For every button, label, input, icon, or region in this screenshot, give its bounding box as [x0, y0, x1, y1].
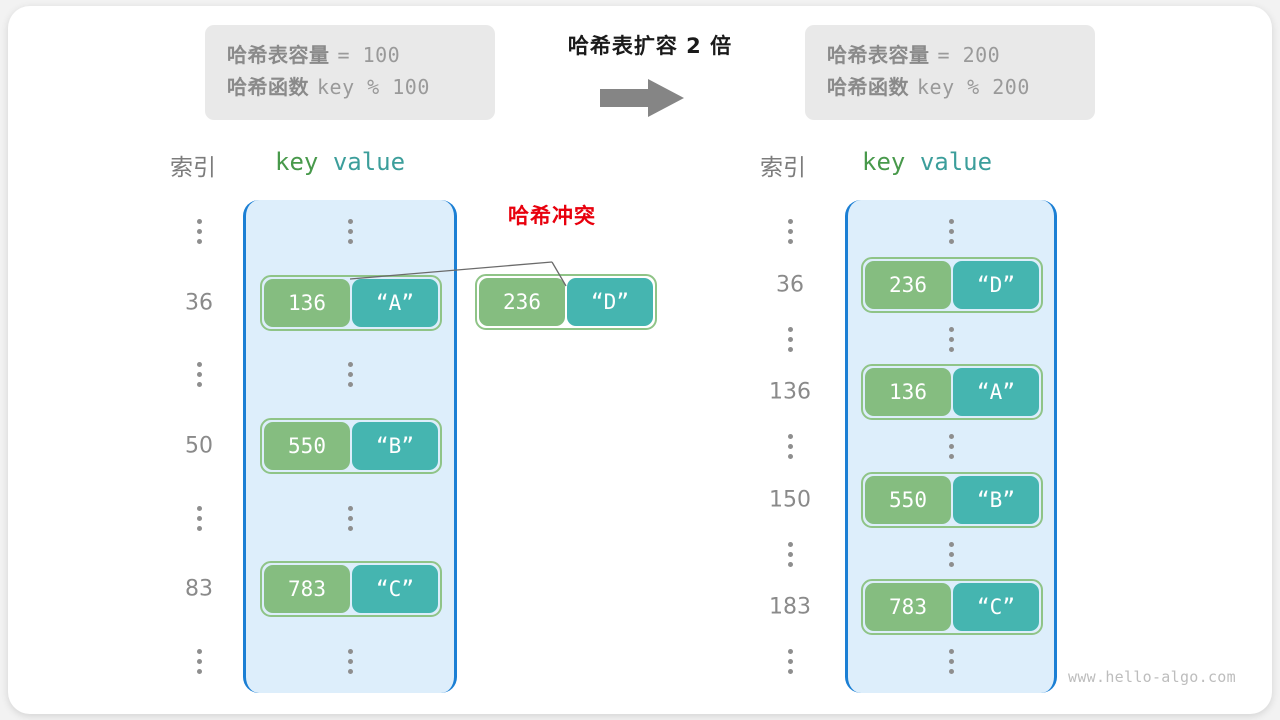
table-entry: 136“A” [260, 274, 442, 331]
capacity-line-after: 哈希表容量 = 200 [827, 39, 1073, 71]
info-box-after: 哈希表容量 = 200 哈希函数 key % 200 [805, 25, 1095, 120]
colliding-entry: 236 “D” [475, 274, 657, 330]
kv-column-header-left: key value [275, 148, 405, 176]
entry-key: 550 [264, 422, 350, 470]
table-entry: 136“A” [861, 364, 1043, 421]
entry-value: “B” [352, 422, 438, 470]
index-column-header-left: 索引 [170, 155, 216, 181]
entry-value: “C” [352, 565, 438, 614]
function-line-after: 哈希函数 key % 200 [827, 71, 1073, 103]
entry-value: “A” [352, 278, 438, 327]
index-label: 36 [776, 272, 804, 298]
index-ellipsis [192, 362, 206, 388]
table-entry: 550“B” [861, 471, 1043, 528]
function-value: key % 100 [317, 75, 430, 100]
value-header-left: value [332, 148, 406, 176]
info-box-before: 哈希表容量 = 100 哈希函数 key % 100 [205, 25, 495, 120]
table-entry: 236“D” [861, 256, 1043, 313]
index-label: 136 [769, 379, 811, 405]
value-header-right: value [919, 148, 993, 176]
function-label: 哈希函数 [827, 75, 909, 100]
entry-value: “C” [953, 583, 1039, 632]
entry-value: “B” [953, 475, 1039, 524]
entry-key: 783 [865, 583, 951, 632]
slot-ellipsis [343, 505, 357, 531]
entry-value: “D” [953, 260, 1039, 309]
diagram-card [8, 6, 1272, 714]
index-ellipsis [783, 219, 797, 244]
index-column-header-right: 索引 [760, 155, 806, 181]
table-entry: 550“B” [260, 418, 442, 474]
slot-ellipsis [944, 326, 958, 352]
slot-ellipsis [343, 649, 357, 674]
collision-label: 哈希冲突 [508, 204, 596, 228]
index-ellipsis [783, 434, 797, 459]
entry-key: 136 [264, 278, 350, 327]
slot-ellipsis [944, 541, 958, 567]
index-label: 50 [185, 433, 213, 459]
table-entry: 783“C” [260, 561, 442, 618]
entry-key: 236 [865, 260, 951, 309]
index-label: 36 [185, 290, 213, 316]
key-header-left: key [275, 148, 319, 176]
entry-key: 550 [865, 475, 951, 524]
index-ellipsis [192, 649, 206, 674]
right-arrow-icon [600, 79, 684, 117]
watermark: www.hello-algo.com [1068, 668, 1236, 686]
capacity-value: = 200 [937, 43, 1001, 67]
slot-ellipsis [944, 434, 958, 459]
index-label: 83 [185, 576, 213, 602]
slot-ellipsis [343, 219, 357, 244]
index-ellipsis [192, 219, 206, 244]
slot-ellipsis [343, 362, 357, 388]
entry-value: “D” [567, 278, 653, 326]
function-label: 哈希函数 [227, 75, 309, 100]
table-entry: 783“C” [861, 579, 1043, 636]
index-label: 183 [769, 594, 811, 620]
function-value: key % 200 [917, 75, 1030, 100]
capacity-line-before: 哈希表容量 = 100 [227, 39, 473, 71]
entry-value: “A” [953, 368, 1039, 417]
index-ellipsis [783, 326, 797, 352]
key-header-right: key [862, 148, 906, 176]
kv-column-header-right: key value [862, 148, 992, 176]
index-ellipsis [783, 649, 797, 674]
slot-ellipsis [944, 219, 958, 244]
capacity-value: = 100 [337, 43, 401, 67]
index-ellipsis [783, 541, 797, 567]
capacity-label: 哈希表容量 [827, 43, 930, 67]
entry-key: 136 [865, 368, 951, 417]
function-line-before: 哈希函数 key % 100 [227, 71, 473, 103]
capacity-label: 哈希表容量 [227, 43, 330, 67]
entry-key: 783 [264, 565, 350, 614]
slot-ellipsis [944, 649, 958, 674]
index-label: 150 [769, 487, 811, 513]
entry-key: 236 [479, 278, 565, 326]
index-ellipsis [192, 505, 206, 531]
expand-title: 哈希表扩容 2 倍 [567, 34, 733, 58]
